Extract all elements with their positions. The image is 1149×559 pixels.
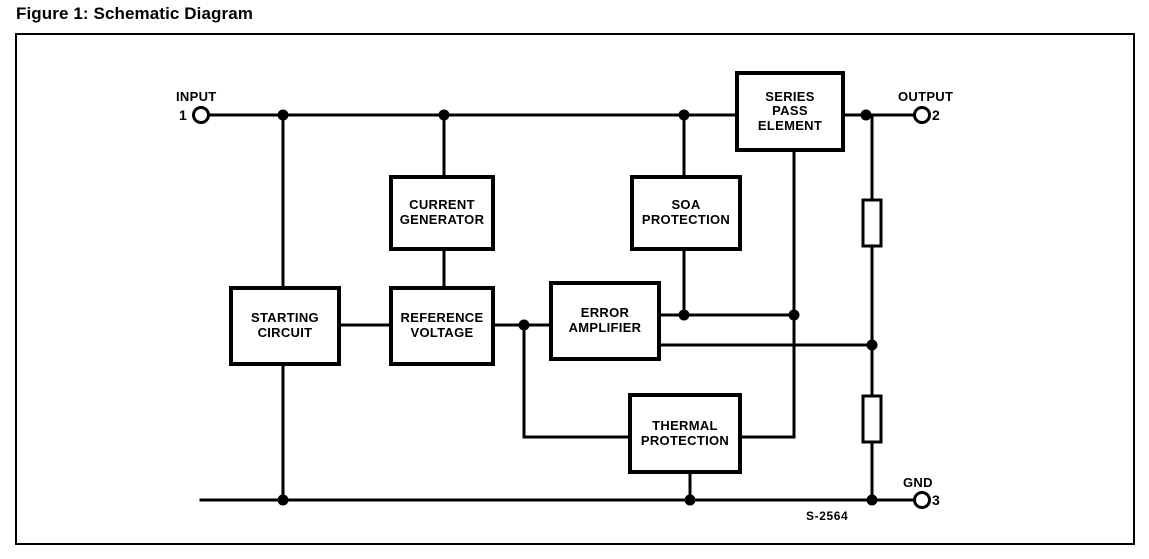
block-starting-circuit[interactable]: STARTING CIRCUIT [229, 286, 341, 366]
junction-dot [684, 494, 696, 506]
junction-dot [518, 319, 530, 331]
junction-dot [678, 109, 690, 121]
junction-dot [678, 309, 690, 321]
pin-label-input: INPUT [176, 89, 217, 104]
wire-thermal-right-to-feedback [740, 313, 796, 439]
block-series-pass-element[interactable]: SERIES PASS ELEMENT [735, 71, 845, 152]
junction-dot [277, 494, 289, 506]
pin-terminal-output[interactable] [913, 106, 931, 124]
reference-code: S-2564 [806, 509, 849, 523]
pin-number-input: 1 [179, 107, 187, 123]
block-label-thermal-protection: THERMAL PROTECTION [640, 417, 730, 448]
pin-label-output: OUTPUT [898, 89, 954, 104]
wire-layer [199, 113, 924, 502]
junction-dot [866, 339, 878, 351]
junction-dot-layer [277, 109, 878, 506]
junction-dot [866, 494, 878, 506]
wire-ref-node-to-thermal [522, 323, 630, 439]
block-reference-voltage[interactable]: REFERENCE VOLTAGE [389, 286, 495, 366]
pin-terminal-gnd[interactable] [913, 491, 931, 509]
block-label-current-generator: CURRENT GENERATOR [399, 197, 485, 227]
resistor-layer [861, 198, 883, 444]
block-error-amplifier[interactable]: ERROR AMPLIFIER [549, 281, 661, 361]
junction-dot [860, 109, 872, 121]
pin-terminal-layer [192, 106, 931, 509]
block-label-soa-protection: SOA PROTECTION [641, 197, 731, 227]
pin-number-gnd: 3 [932, 492, 940, 508]
pin-number-output: 2 [932, 107, 940, 123]
pin-label-gnd: GND [903, 475, 933, 490]
junction-dot [788, 309, 800, 321]
block-label-starting-circuit: STARTING CIRCUIT [251, 310, 319, 340]
block-current-generator[interactable]: CURRENT GENERATOR [389, 175, 495, 251]
block-label-error-amplifier: ERROR AMPLIFIER [568, 305, 642, 335]
pin-terminal-input[interactable] [192, 106, 210, 124]
junction-dot [277, 109, 289, 121]
upper-divider-resistor [861, 198, 883, 248]
lower-divider-resistor [861, 394, 883, 444]
block-label-series-pass-element: SERIES PASS ELEMENT [757, 88, 823, 133]
junction-dot [438, 109, 450, 121]
figure-title: Figure 1: Schematic Diagram [16, 4, 253, 23]
block-thermal-protection[interactable]: THERMAL PROTECTION [628, 393, 742, 474]
block-label-reference-voltage: REFERENCE VOLTAGE [400, 310, 484, 340]
block-soa-protection[interactable]: SOA PROTECTION [630, 175, 742, 251]
